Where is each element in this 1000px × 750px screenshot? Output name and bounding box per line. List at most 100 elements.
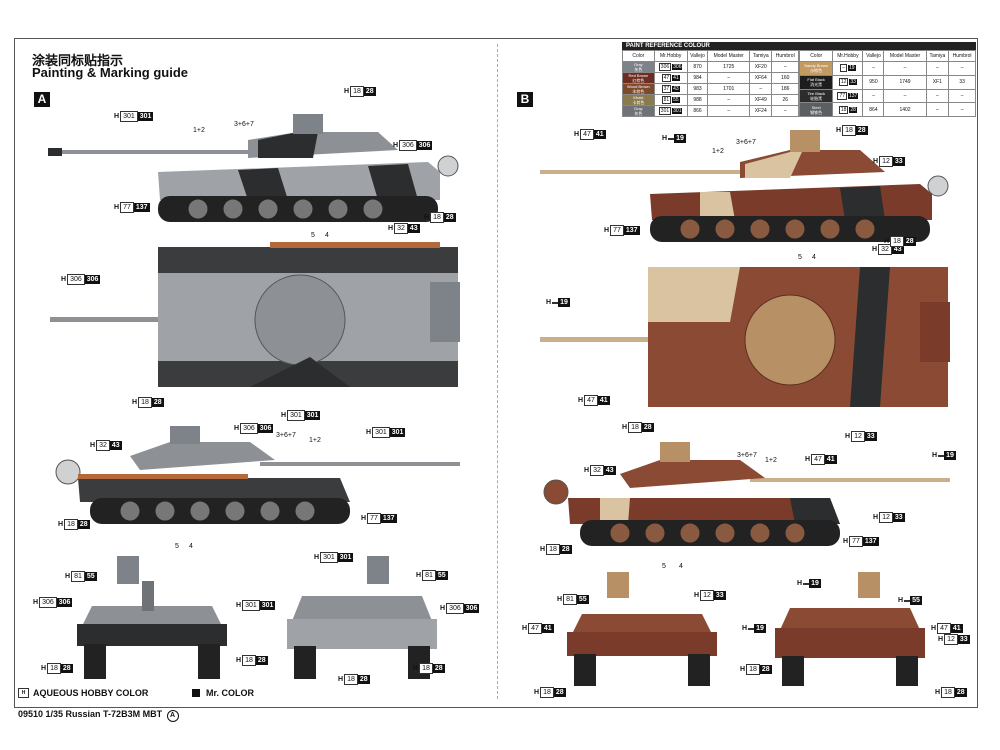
hull-camo-dark-1 bbox=[238, 168, 288, 200]
ref-vallejo-cell: 870 bbox=[686, 61, 709, 73]
camo-patch bbox=[250, 357, 350, 387]
ref-mm-cell: – bbox=[883, 88, 927, 104]
engine-deck bbox=[920, 302, 950, 362]
aqueous-code: 18 bbox=[64, 519, 78, 530]
aqueous-code bbox=[803, 582, 810, 585]
ref-humbrol-cell: 33 bbox=[948, 74, 976, 90]
ref-vallejo-cell: 866 bbox=[686, 105, 709, 117]
turret-front bbox=[82, 606, 222, 626]
color-name: Sandy Brown bbox=[804, 63, 829, 69]
turret-rear bbox=[292, 596, 432, 621]
hull-front bbox=[77, 624, 227, 646]
h-code: – bbox=[840, 64, 847, 73]
road-wheel bbox=[609, 522, 631, 544]
mr-color-code: 28 bbox=[363, 87, 376, 96]
callout-5: 5 bbox=[175, 543, 179, 550]
aqueous-code: 81 bbox=[422, 570, 436, 581]
ref-mm-cell: – bbox=[883, 61, 927, 76]
mr-code: 19 bbox=[848, 65, 856, 72]
color-name-cn: 钢铁色 bbox=[810, 109, 823, 115]
h-prefix: H bbox=[884, 238, 890, 245]
h-prefix: H bbox=[534, 689, 540, 696]
hull-rear bbox=[287, 619, 437, 649]
h-prefix: H bbox=[546, 299, 552, 306]
aqueous-code: 18 bbox=[540, 687, 554, 698]
color-name: Steel bbox=[811, 104, 821, 110]
h-prefix: H bbox=[114, 204, 120, 211]
aqueous-code: 306 bbox=[39, 597, 57, 608]
hull-rear bbox=[775, 628, 925, 658]
road-wheel bbox=[154, 500, 176, 522]
footer-label: 09510 1/35 Russian T-72B3M MBT bbox=[18, 709, 163, 719]
ref-tamiya-cell: XF64 bbox=[749, 72, 773, 84]
h-prefix: H bbox=[393, 142, 399, 149]
h-prefix: H bbox=[41, 665, 47, 672]
hull-front bbox=[567, 632, 717, 656]
mr-color-code: 28 bbox=[553, 688, 566, 697]
track bbox=[580, 520, 840, 546]
commander-sight bbox=[117, 556, 139, 584]
fender-left bbox=[158, 247, 458, 273]
mr-color-code: 28 bbox=[357, 675, 370, 684]
color-name: Gray bbox=[634, 62, 643, 67]
aqueous-code: 306 bbox=[399, 140, 417, 151]
hull-camo-dark bbox=[790, 498, 840, 524]
ref-mm-cell: – bbox=[707, 105, 751, 117]
ref-mm-cell: 1701 bbox=[707, 83, 751, 95]
callout-3-6-7: 3+6+7 bbox=[737, 452, 757, 459]
mr-code: 28 bbox=[849, 106, 857, 113]
legend-h-box: H bbox=[18, 688, 29, 698]
gun-barrel bbox=[750, 478, 950, 482]
h-prefix: H bbox=[33, 599, 39, 606]
road-wheel bbox=[714, 218, 736, 240]
mr-color-code: 43 bbox=[109, 441, 122, 450]
ref-header: Color bbox=[798, 50, 834, 62]
color-name: Red Brown bbox=[628, 73, 649, 78]
road-wheel bbox=[784, 218, 806, 240]
turret-camo-sand bbox=[745, 152, 802, 178]
h-prefix: H bbox=[797, 580, 803, 587]
h-prefix: H bbox=[898, 597, 904, 604]
turret-sight bbox=[790, 130, 820, 152]
track-right bbox=[198, 644, 220, 679]
aqueous-code: 18 bbox=[842, 125, 856, 136]
callout-4: 4 bbox=[679, 563, 683, 570]
h-prefix: H bbox=[622, 424, 628, 431]
aqueous-code: 77 bbox=[610, 225, 624, 236]
color-name-cn: 木棕色 bbox=[632, 89, 645, 94]
h-prefix: H bbox=[65, 573, 71, 580]
road-wheel bbox=[362, 198, 384, 220]
mr-color-code: 41 bbox=[541, 624, 554, 633]
mr-color-code: 301 bbox=[389, 428, 406, 437]
h-prefix: H bbox=[662, 135, 668, 142]
aqueous-code: 306 bbox=[67, 274, 85, 285]
aqueous-code bbox=[748, 627, 755, 630]
road-wheel bbox=[187, 198, 209, 220]
mr-color-code: 28 bbox=[641, 423, 654, 432]
aqueous-code: 12 bbox=[879, 156, 893, 167]
ref-mm-cell: – bbox=[707, 72, 751, 84]
road-wheel bbox=[257, 198, 279, 220]
mr-color-code: 137 bbox=[133, 203, 150, 212]
camo-sand-1 bbox=[648, 267, 740, 322]
